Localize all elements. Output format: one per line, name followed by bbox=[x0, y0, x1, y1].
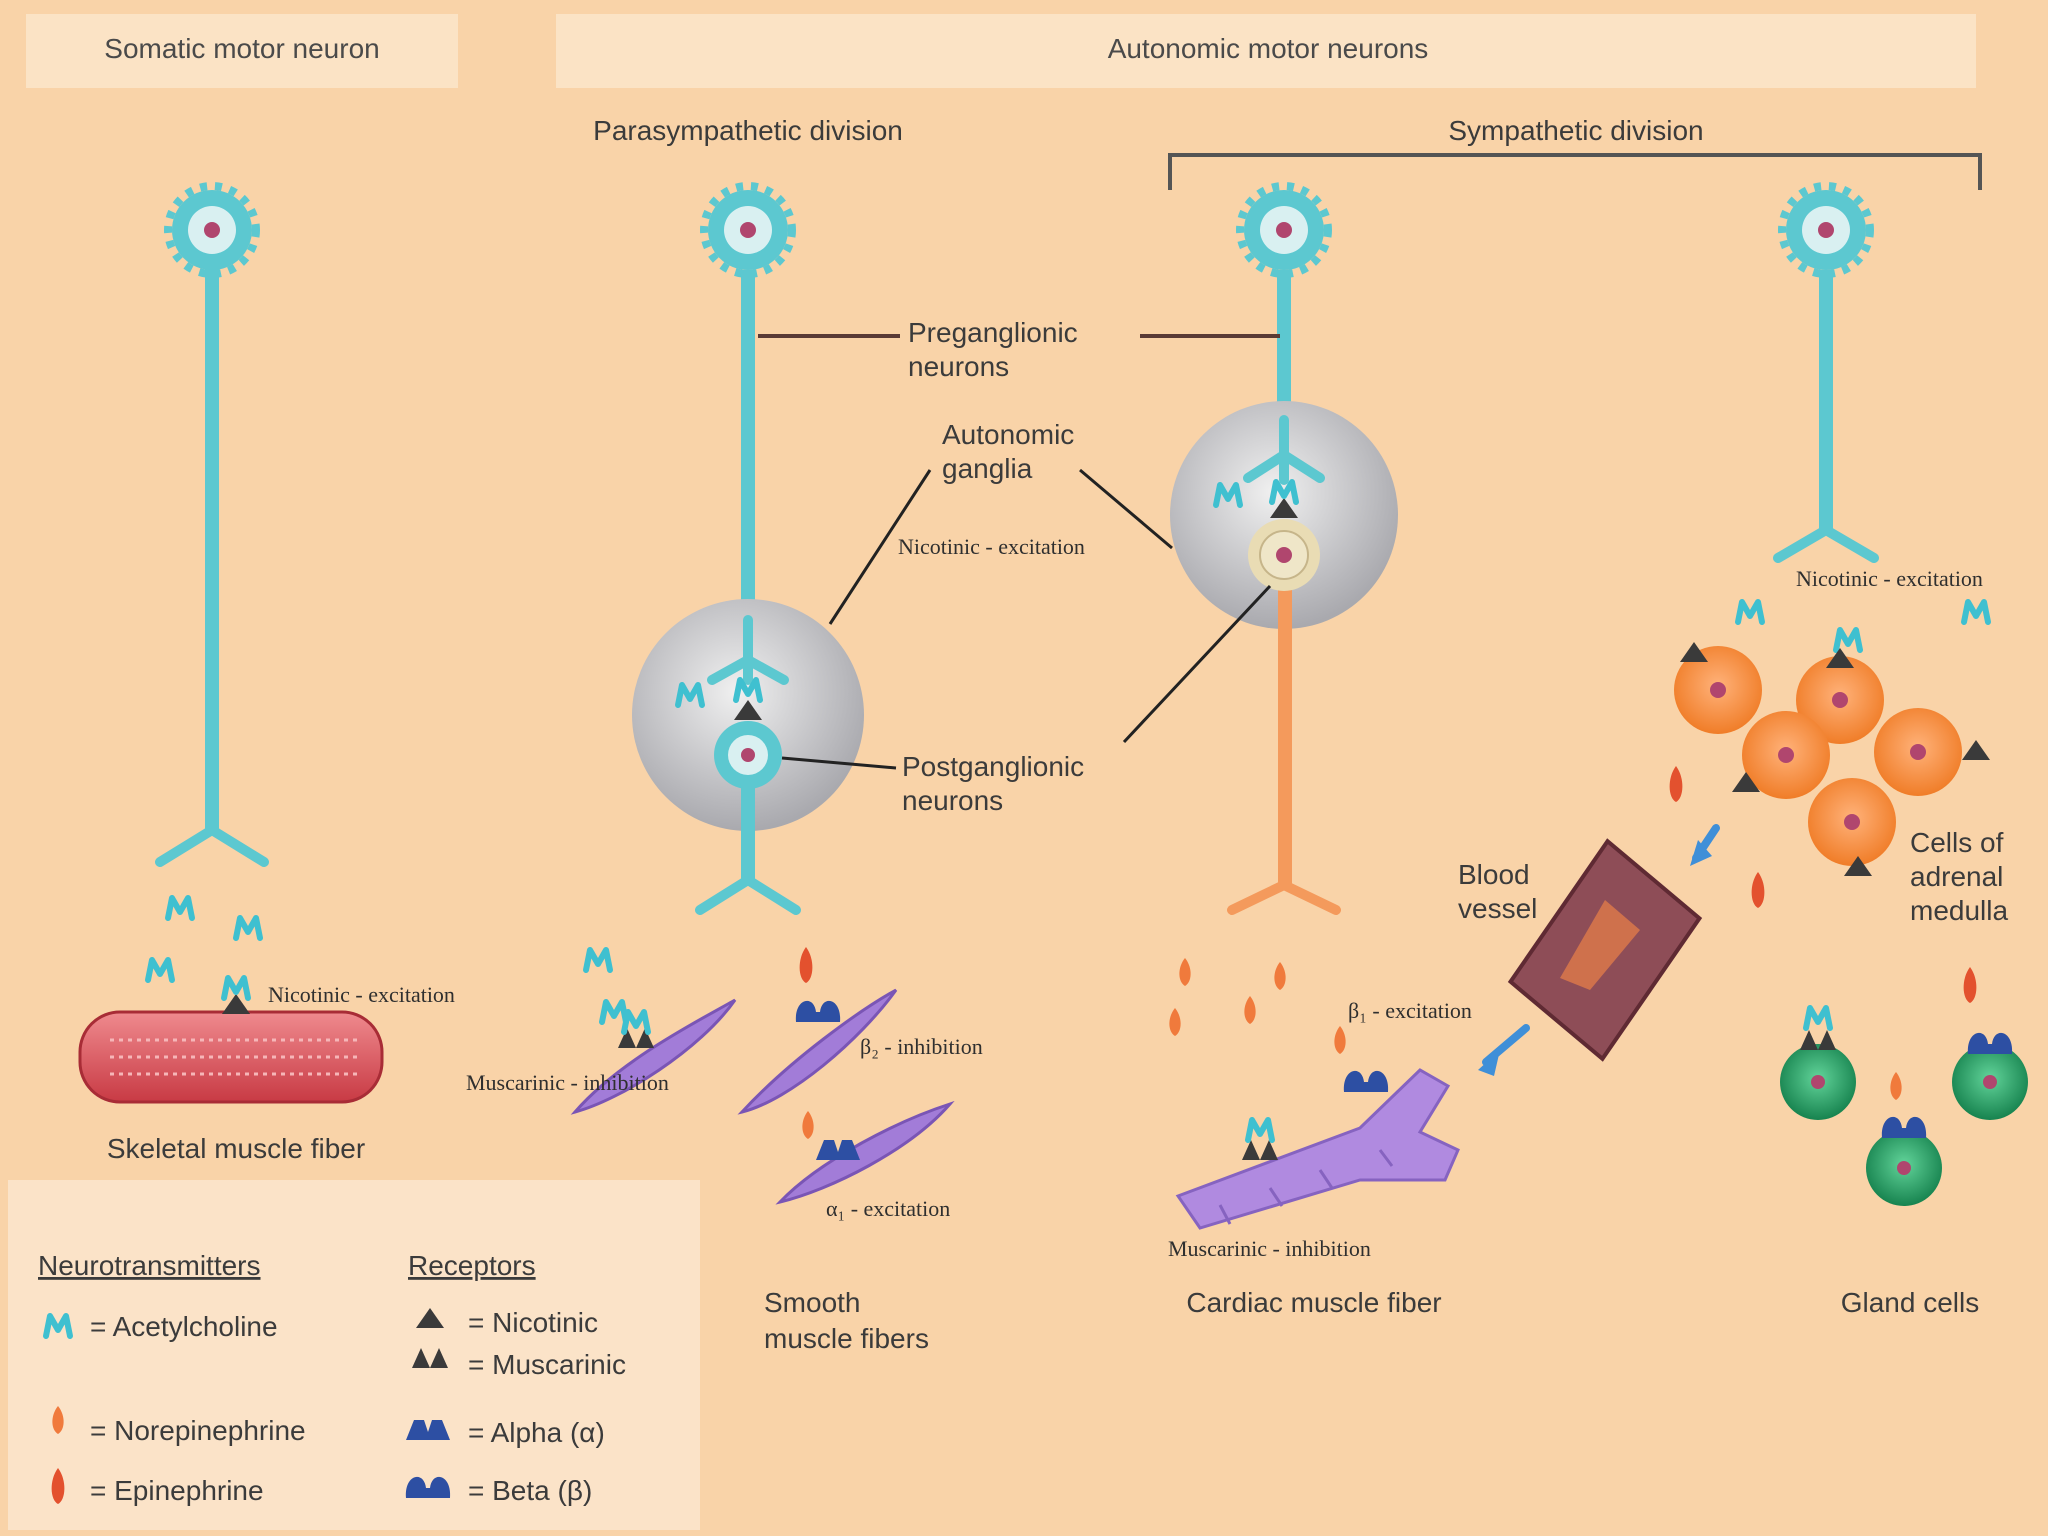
legend-nicotinic: = Nicotinic bbox=[468, 1307, 598, 1338]
norepinephrine-molecule bbox=[1169, 1008, 1181, 1036]
cardiac-target-label: Cardiac muscle fiber bbox=[1186, 1287, 1441, 1318]
smooth-muscle-fiber-3 bbox=[775, 1100, 955, 1205]
nicotinic-adrenal-label: Nicotinic - excitation bbox=[1796, 566, 1983, 591]
cardiac-striations bbox=[1218, 1149, 1394, 1225]
acetylcholine-molecule bbox=[586, 950, 610, 970]
legend-beta: = Beta (β) bbox=[468, 1475, 592, 1506]
epinephrine-molecule bbox=[799, 947, 813, 983]
acetylcholine-molecule bbox=[168, 898, 192, 918]
adrenal-label-3: medulla bbox=[1910, 895, 2008, 926]
parasympathetic-postganglionic-neuron bbox=[695, 615, 801, 915]
adrenal-medulla-cells bbox=[1674, 646, 1962, 866]
beta1-cardiac-label: β₁ - excitation bbox=[1348, 998, 1472, 1023]
postganglionic-label-1: Postganglionic bbox=[902, 751, 1084, 782]
gland-cells bbox=[1780, 1044, 2028, 1206]
nicotinic-ganglion-label: Nicotinic - excitation bbox=[898, 534, 1085, 559]
legend-norepinephrine: = Norepinephrine bbox=[90, 1415, 306, 1446]
smooth-muscle-fiber-2 bbox=[737, 988, 898, 1115]
norepinephrine-molecule bbox=[1244, 996, 1256, 1024]
acetylcholine-molecule bbox=[1806, 1008, 1830, 1028]
skeletal-target-label: Skeletal muscle fiber bbox=[107, 1133, 365, 1164]
cardiac-muscle-fiber bbox=[1175, 1068, 1460, 1230]
acetylcholine-molecule bbox=[224, 978, 248, 998]
norepinephrine-molecule bbox=[1334, 1026, 1346, 1054]
legend-receptors-title: Receptors bbox=[408, 1250, 536, 1281]
sympathetic-adrenal-preganglionic-neuron bbox=[1773, 186, 1879, 563]
acetylcholine-molecule bbox=[602, 1002, 626, 1022]
legend-muscarinic: = Muscarinic bbox=[468, 1349, 626, 1380]
autonomic-ganglia-label-1: Autonomic bbox=[942, 419, 1074, 450]
preganglionic-label-1: Preganglionic bbox=[908, 317, 1078, 348]
somatic-motor-neuron bbox=[155, 186, 269, 867]
parasympathetic-header: Parasympathetic division bbox=[593, 115, 903, 146]
adrenal-label-1: Cells of bbox=[1910, 827, 2004, 858]
autonomic-header-box bbox=[556, 14, 1976, 88]
legend-alpha: = Alpha (α) bbox=[468, 1417, 605, 1448]
epinephrine-flow-arrow bbox=[1482, 1024, 1530, 1066]
smooth-target-label-2: muscle fibers bbox=[764, 1323, 929, 1354]
legend-acetylcholine: = Acetylcholine bbox=[90, 1311, 278, 1342]
postganglionic-label-2: neurons bbox=[902, 785, 1003, 816]
preganglionic-label-2: neurons bbox=[908, 351, 1009, 382]
alpha1-smooth-label: α₁ - excitation bbox=[826, 1196, 950, 1221]
legend-epinephrine: = Epinephrine bbox=[90, 1475, 264, 1506]
sympathetic-postganglionic-neuron bbox=[1227, 415, 1341, 915]
norepinephrine-molecule bbox=[1179, 958, 1191, 986]
norepinephrine-molecule bbox=[1890, 1072, 1902, 1100]
sympathetic-header: Sympathetic division bbox=[1448, 115, 1703, 146]
acetylcholine-molecule bbox=[236, 918, 260, 938]
skeletal-muscle-fiber bbox=[78, 1010, 384, 1104]
beta-receptor bbox=[795, 1000, 841, 1022]
beta2-smooth-label: β₂ - inhibition bbox=[860, 1034, 983, 1059]
adrenal-label-2: adrenal bbox=[1910, 861, 2003, 892]
beta-receptor bbox=[1881, 1116, 1927, 1138]
autonomic-header: Autonomic motor neurons bbox=[1108, 33, 1429, 64]
acetylcholine-molecule bbox=[1248, 1120, 1272, 1140]
legend-neurotransmitters-title: Neurotransmitters bbox=[38, 1250, 261, 1281]
blood-vessel bbox=[1507, 838, 1703, 1062]
muscarinic-cardiac-label: Muscarinic - inhibition bbox=[1168, 1236, 1371, 1261]
nicotinic-receptor bbox=[1962, 740, 1990, 760]
norepinephrine-molecule bbox=[802, 1111, 814, 1139]
sympathetic-bracket bbox=[1168, 153, 1982, 190]
somatic-header-box bbox=[26, 14, 458, 88]
smooth-muscle-fiber-1 bbox=[570, 998, 737, 1115]
autonomic-ganglia-leader-lines bbox=[828, 468, 1173, 625]
acetylcholine-molecule bbox=[1738, 602, 1762, 622]
alpha-receptor bbox=[816, 1140, 860, 1160]
blood-vessel-label-1: Blood bbox=[1458, 859, 1530, 890]
beta-receptor bbox=[1967, 1032, 2013, 1054]
beta-receptor bbox=[1343, 1070, 1389, 1092]
somatic-header: Somatic motor neuron bbox=[104, 33, 379, 64]
blood-vessel-label-2: vessel bbox=[1458, 893, 1537, 924]
epinephrine-molecule bbox=[1963, 967, 1977, 1003]
norepinephrine-molecule bbox=[1274, 962, 1286, 990]
acetylcholine-molecule bbox=[148, 960, 172, 980]
postganglionic-leader-lines bbox=[781, 584, 1272, 770]
epinephrine-molecule bbox=[1669, 766, 1683, 802]
legend-box bbox=[8, 1180, 700, 1530]
acetylcholine-molecule bbox=[1964, 602, 1988, 622]
epinephrine-molecule bbox=[1751, 872, 1765, 908]
muscarinic-receptor bbox=[1242, 1140, 1278, 1160]
smooth-target-label-1: Smooth bbox=[764, 1287, 861, 1318]
acetylcholine-molecule bbox=[1836, 630, 1860, 650]
muscarinic-smooth-label: Muscarinic - inhibition bbox=[466, 1070, 669, 1095]
autonomic-ganglia-label-2: ganglia bbox=[942, 453, 1033, 484]
arrow-head bbox=[1690, 840, 1712, 866]
arrow-head bbox=[1478, 1050, 1500, 1076]
acetylcholine-molecule bbox=[624, 1012, 648, 1032]
gland-target-label: Gland cells bbox=[1841, 1287, 1980, 1318]
nicotinic-skeletal-label: Nicotinic - excitation bbox=[268, 982, 455, 1007]
